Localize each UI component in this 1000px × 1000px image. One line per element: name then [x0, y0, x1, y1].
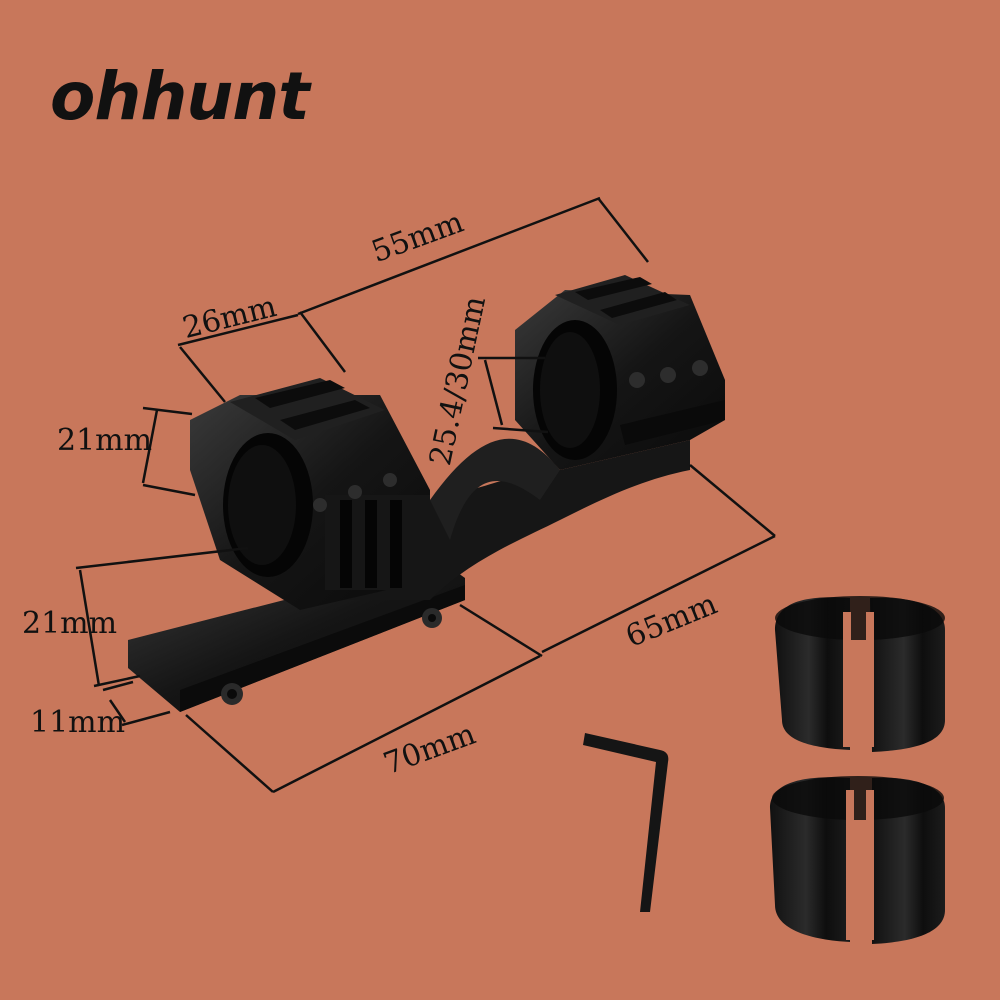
hex-key-wrench — [583, 733, 669, 912]
dimension-label-ring-height: 21mm — [57, 423, 153, 458]
rear-scope-ring — [515, 275, 725, 470]
dimension-label-base-height: 21mm — [22, 606, 118, 641]
front-scope-ring — [190, 378, 430, 610]
brand-logo: ohhunt — [50, 58, 310, 135]
reducer-insert-bottom — [770, 776, 945, 944]
scope-mount — [128, 275, 725, 712]
dimension-label-11mm: 11mm — [30, 705, 126, 740]
reducer-insert-top — [775, 596, 945, 752]
dimension-lines — [75, 196, 776, 794]
